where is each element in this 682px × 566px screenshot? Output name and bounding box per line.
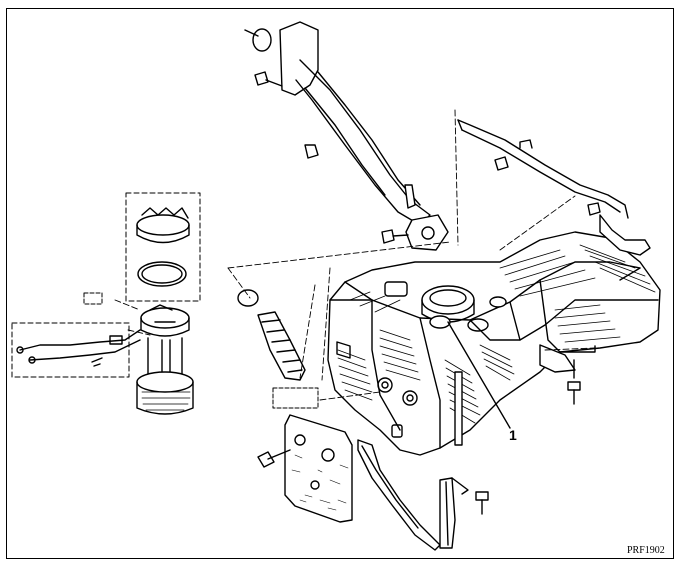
heat-shield (284, 414, 353, 523)
reference-code: PRF1902 (627, 545, 665, 556)
filler-hose (237, 289, 306, 381)
pump-seal-ring (137, 261, 187, 287)
callout-1-label: 1 (509, 427, 517, 443)
fuel-tank (327, 231, 661, 456)
bolt-right-strap (475, 491, 489, 515)
fuel-pump-module (136, 304, 194, 415)
tank-side-bracket (454, 344, 596, 446)
group-box-small-center (272, 387, 319, 409)
filler-cap-seal (244, 28, 272, 52)
filler-pipe-bolts (254, 71, 409, 244)
bolt-heat-shield (257, 449, 291, 468)
tank-strap-right (439, 477, 469, 549)
callout-1-leader (447, 321, 511, 429)
group-box-small-left (83, 292, 103, 305)
pump-filter-hatching (141, 391, 191, 411)
vent-hose (457, 119, 651, 256)
tank-strap-left (357, 439, 441, 551)
vent-bolts (494, 156, 601, 216)
heat-shield-stipple (291, 454, 349, 511)
tank-front-ports (336, 341, 418, 438)
group-box-wiring (11, 322, 130, 378)
bolt-tank-rear (567, 359, 581, 405)
filler-pipe (279, 21, 449, 251)
pump-locking-ring (136, 207, 190, 244)
pump-wiring (16, 329, 141, 367)
leader-lines (114, 109, 596, 401)
diagram-frame (6, 8, 674, 559)
group-box-pump-ring (125, 192, 201, 302)
